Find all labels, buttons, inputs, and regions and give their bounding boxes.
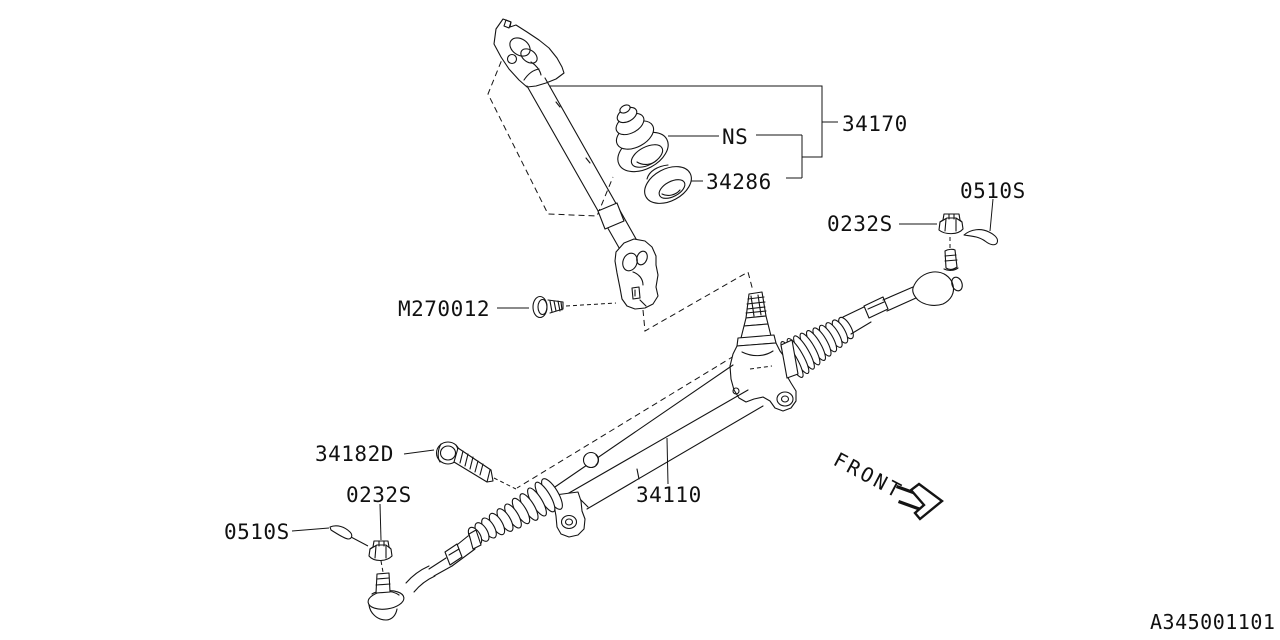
part-label-ns: NS xyxy=(722,125,748,149)
part-label-0510s-upper: 0510S xyxy=(960,179,1026,203)
cotter-pin-left xyxy=(329,525,353,540)
part-label-34110: 34110 xyxy=(636,483,702,507)
drawing-code: A345001101 xyxy=(1150,610,1275,634)
part-labels: 34170 NS 34286 0510S 0232S M270012 34182… xyxy=(224,112,1026,544)
part-label-34170: 34170 xyxy=(842,112,908,136)
column-bolt xyxy=(532,295,564,319)
front-direction-arrow: FRONT xyxy=(830,447,944,521)
front-label: FRONT xyxy=(830,447,908,504)
dust-cover xyxy=(644,164,692,204)
left-tie-rod-end xyxy=(367,572,405,621)
mounting-bolt xyxy=(435,441,494,483)
part-label-34182d: 34182D xyxy=(315,442,394,466)
part-label-0510s-lower: 0510S xyxy=(224,520,290,544)
left-tie-rod xyxy=(405,535,476,593)
part-label-0232s-lower: 0232S xyxy=(346,483,412,507)
steering-column-shaft xyxy=(493,18,659,310)
castle-nut-left xyxy=(368,540,393,562)
left-bellows-boot xyxy=(467,478,563,550)
part-label-0232s-upper: 0232S xyxy=(827,212,893,236)
label-leader-lines xyxy=(291,85,994,547)
rack-tube xyxy=(551,364,764,538)
right-tie-rod xyxy=(842,286,917,335)
cotter-pin-right xyxy=(963,229,999,246)
assembly-dashed-lines xyxy=(380,51,951,573)
column-hole-cover-boot xyxy=(615,104,669,173)
right-tie-rod-end xyxy=(912,248,963,306)
right-bellows-boot xyxy=(780,316,854,379)
castle-nut-right xyxy=(938,213,964,235)
gear-box-housing xyxy=(729,291,797,412)
part-label-34286: 34286 xyxy=(706,170,772,194)
part-label-m270012: M270012 xyxy=(398,297,490,321)
